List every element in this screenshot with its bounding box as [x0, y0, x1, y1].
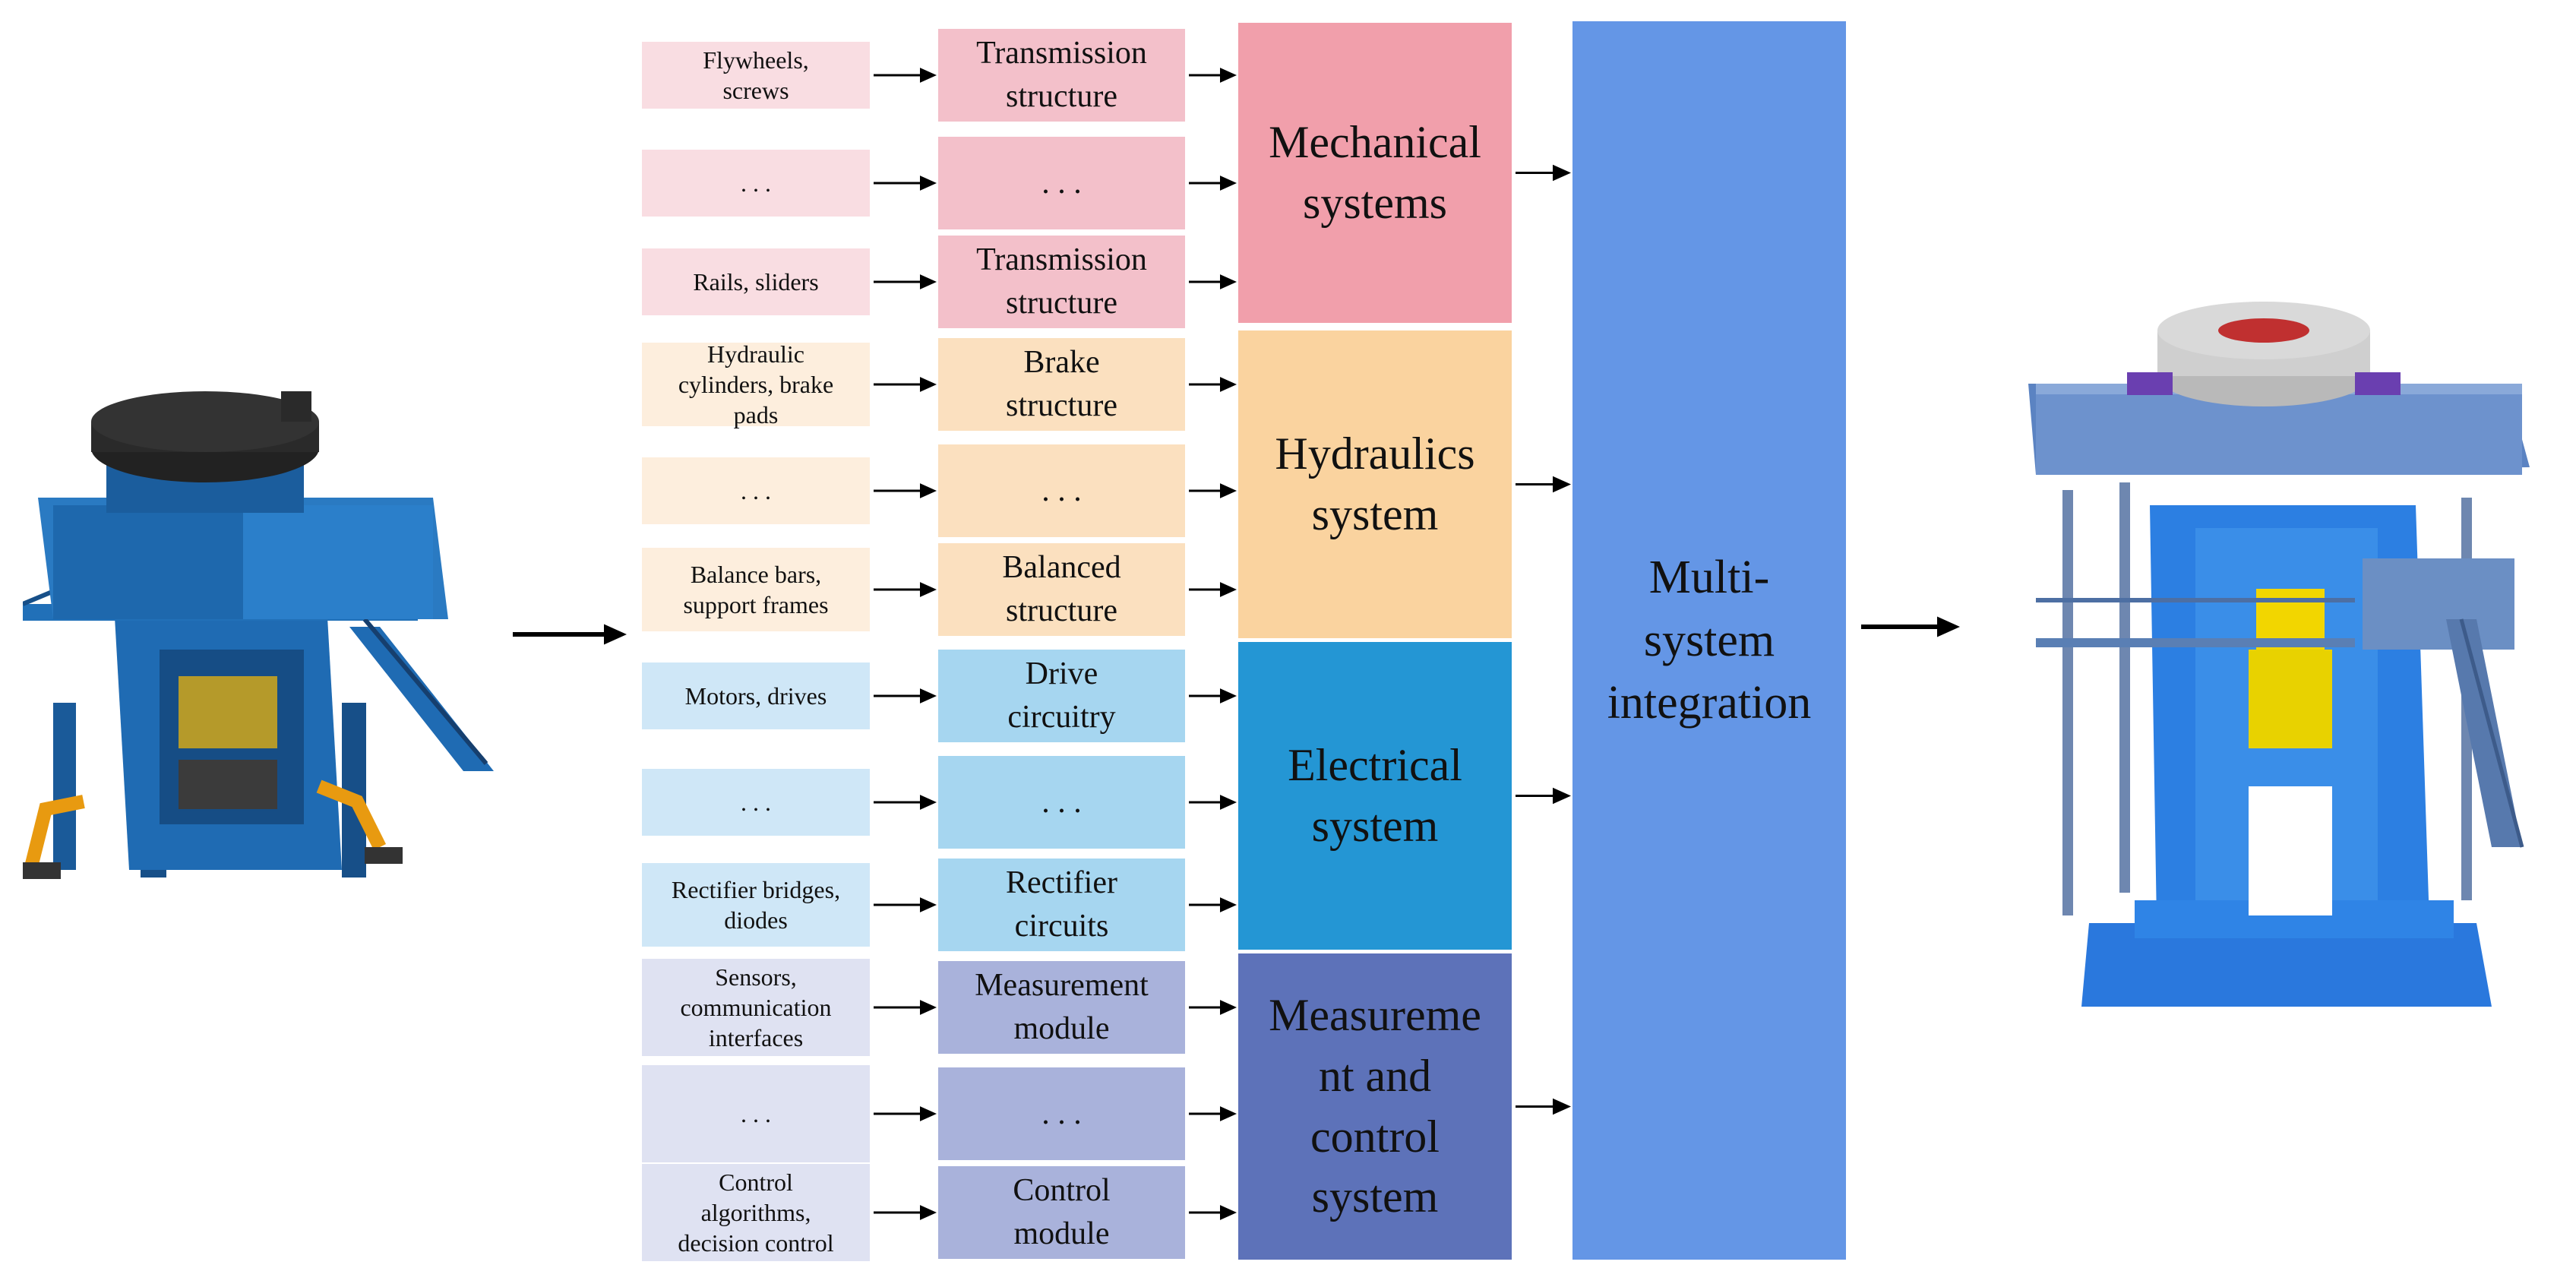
component-box-4: Hydraulic cylinders, brake pads [642, 340, 870, 428]
arrow-structure-to-system-5 [1189, 483, 1237, 498]
arrow-component-to-structure-1 [874, 68, 937, 83]
system-box-control-label: Measureme nt and control system [1269, 989, 1481, 1222]
component-box-7-label: Motors, drives [684, 682, 827, 710]
component-box-8: . . . [642, 769, 870, 836]
arrow-photo-to-components [513, 624, 627, 645]
structure-box-2: . . . [938, 137, 1185, 229]
system-box-electrical: Electrical system [1238, 642, 1512, 950]
arrow-component-to-structure-8 [874, 795, 937, 810]
arrow-structure-to-system-11 [1189, 1106, 1237, 1121]
arrow-structure-to-system-12 [1189, 1205, 1237, 1220]
arrow-integration-to-model [1861, 616, 1960, 637]
structure-box-4: Brake structure [938, 338, 1185, 431]
structure-box-4-label: Brake structure [1006, 345, 1117, 423]
arrow-structure-to-system-4 [1189, 377, 1237, 392]
component-box-5-label: . . . [741, 477, 771, 504]
cad-model-render [2028, 302, 2530, 1007]
arrow-component-to-structure-6 [874, 582, 937, 597]
structure-box-8-label: . . . [1041, 784, 1082, 820]
arrow-component-to-structure-4 [874, 377, 937, 392]
structure-box-11: . . . [938, 1067, 1185, 1160]
structure-box-2-label: . . . [1041, 165, 1082, 201]
structure-box-11-label: . . . [1041, 1096, 1082, 1131]
arrow-structure-to-system-9 [1189, 897, 1237, 912]
arrow-structure-to-system-3 [1189, 274, 1237, 289]
system-box-electrical-label: Electrical system [1288, 739, 1462, 851]
structure-box-10: Measurement module [938, 961, 1185, 1054]
arrow-component-to-structure-11 [874, 1106, 937, 1121]
structure-box-8: . . . [938, 756, 1185, 849]
arrow-system-to-integration-control [1516, 1098, 1571, 1115]
arrow-structure-to-system-2 [1189, 176, 1237, 191]
structure-box-3: Transmission structure [938, 236, 1185, 328]
component-box-7: Motors, drives [642, 662, 870, 729]
component-box-4-label: Hydraulic cylinders, brake pads [678, 340, 834, 428]
component-box-9-label: Rectifier bridges, diodes [671, 876, 841, 934]
structure-box-1: Transmission structure [938, 29, 1185, 122]
arrow-system-to-integration-mechanical [1516, 164, 1571, 182]
component-box-1-label: Flywheels, screws [703, 46, 809, 104]
arrow-component-to-structure-3 [874, 274, 937, 289]
component-box-1: Flywheels, screws [642, 42, 870, 109]
arrow-component-to-structure-9 [874, 897, 937, 912]
arrow-structure-to-system-8 [1189, 795, 1237, 810]
arrow-component-to-structure-10 [874, 1000, 937, 1015]
arrow-component-to-structure-7 [874, 688, 937, 704]
structure-box-3-label: Transmission structure [976, 242, 1147, 321]
structure-box-7-label: Drive circuitry [1007, 656, 1116, 735]
structure-box-12: Control module [938, 1166, 1185, 1259]
component-box-10-label: Sensors, communication interfaces [680, 963, 832, 1051]
arrow-component-to-structure-12 [874, 1205, 937, 1220]
component-box-8-label: . . . [741, 789, 771, 816]
arrow-component-to-structure-5 [874, 483, 937, 498]
arrow-component-to-structure-2 [874, 176, 937, 191]
arrow-structure-to-system-6 [1189, 582, 1237, 597]
structure-box-7: Drive circuitry [938, 650, 1185, 742]
structure-box-9-label: Rectifier circuits [1006, 865, 1117, 944]
structure-box-6: Balanced structure [938, 543, 1185, 636]
component-box-6: Balance bars, support frames [642, 548, 870, 631]
component-box-3: Rails, sliders [642, 248, 870, 315]
arrow-structure-to-system-10 [1189, 1000, 1237, 1015]
component-box-11-label: . . . [741, 1100, 771, 1127]
system-box-hydraulics-label: Hydraulics system [1275, 428, 1475, 539]
structure-box-5: . . . [938, 444, 1185, 537]
structure-box-9: Rectifier circuits [938, 859, 1185, 951]
integration-box: Multi- system integration [1572, 21, 1846, 1260]
system-box-mechanical-label: Mechanical systems [1269, 116, 1481, 228]
structure-box-1-label: Transmission structure [976, 36, 1147, 114]
press-machine-photo [23, 376, 509, 893]
system-box-mechanical: Mechanical systems [1238, 23, 1512, 323]
system-box-control: Measureme nt and control system [1238, 953, 1512, 1260]
arrow-structure-to-system-1 [1189, 68, 1237, 83]
component-box-10: Sensors, communication interfaces [642, 959, 870, 1056]
component-box-11: . . . [642, 1065, 870, 1162]
component-box-9: Rectifier bridges, diodes [642, 863, 870, 947]
structure-box-10-label: Measurement module [975, 968, 1149, 1046]
structure-box-5-label: . . . [1041, 473, 1082, 508]
component-box-12: Control algorithms, decision control [642, 1164, 870, 1261]
component-box-2-label: . . . [741, 169, 771, 197]
component-box-2: . . . [642, 150, 870, 217]
structure-box-6-label: Balanced structure [1002, 550, 1121, 628]
component-box-6-label: Balance bars, support frames [683, 561, 829, 618]
component-box-5: . . . [642, 457, 870, 524]
integration-box-label: Multi- system integration [1607, 552, 1812, 729]
structure-box-12-label: Control module [1013, 1173, 1111, 1251]
arrow-structure-to-system-7 [1189, 688, 1237, 704]
component-box-3-label: Rails, sliders [693, 268, 819, 296]
arrow-system-to-integration-electrical [1516, 787, 1571, 805]
arrow-system-to-integration-hydraulics [1516, 476, 1571, 493]
system-box-hydraulics: Hydraulics system [1238, 330, 1512, 638]
component-box-12-label: Control algorithms, decision control [678, 1168, 834, 1257]
